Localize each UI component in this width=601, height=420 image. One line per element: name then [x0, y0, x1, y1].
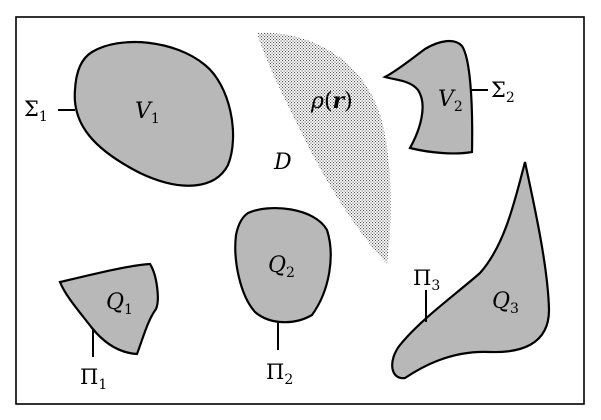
charge-q2 — [234, 207, 332, 324]
surface-pi1-label: Π1 — [80, 365, 107, 393]
density-region — [257, 32, 391, 264]
charge-q3 — [391, 161, 551, 380]
surface-pi2-label: Π2 — [266, 360, 293, 388]
volume-v1-label: V1 — [135, 99, 160, 127]
charge-q1-label: Q1 — [106, 290, 133, 318]
volume-v2-label: V2 — [438, 87, 463, 115]
surface-sigma2-label: Σ2 — [491, 78, 515, 106]
charge-q1 — [58, 262, 159, 356]
surface-sigma1-label: Σ1 — [24, 97, 48, 125]
charge-q2-label: Q2 — [268, 253, 295, 281]
domain-label: D — [273, 150, 292, 175]
surface-pi3-label: Π3 — [413, 266, 440, 294]
domain-frame — [15, 16, 585, 405]
density-label: ρ(r) — [310, 88, 353, 114]
charge-q3-label: Q3 — [492, 289, 519, 317]
volume-v2 — [382, 39, 474, 155]
volume-v1 — [73, 40, 235, 187]
